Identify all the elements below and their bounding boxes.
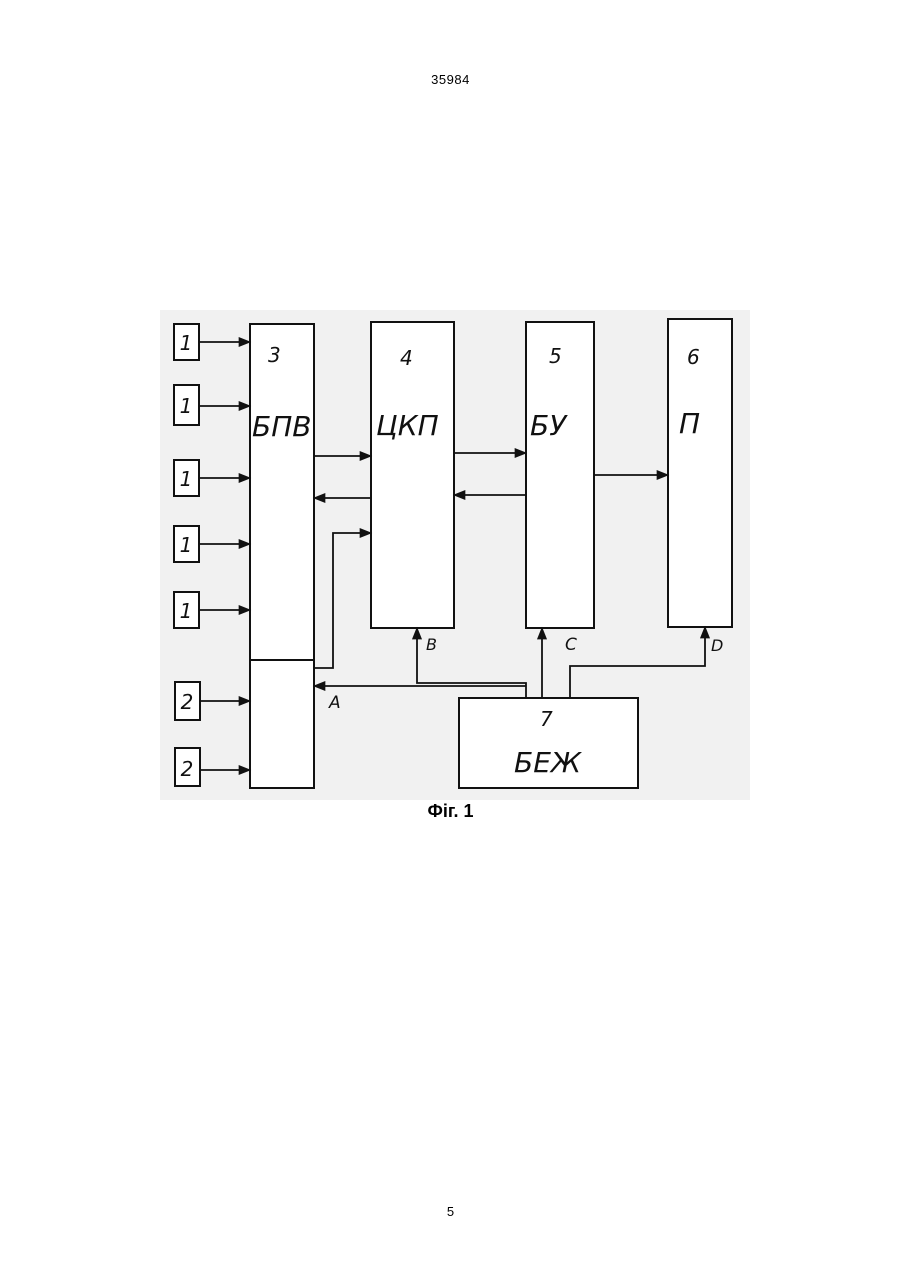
sensor-label-1d: 1: [180, 533, 193, 557]
block-4-name: ЦКП: [376, 409, 439, 442]
sensor-label-2a: 2: [181, 690, 194, 714]
block-7-name: БЕЖ: [514, 746, 583, 779]
sensor-label-1b: 1: [180, 394, 193, 418]
block-5-number: 5: [549, 344, 562, 368]
sensor-label-1e: 1: [180, 599, 193, 623]
page-number: 5: [0, 1204, 901, 1219]
block-4-number: 4: [400, 346, 413, 370]
signal-label-a: A: [328, 693, 341, 713]
sensor-label-1a: 1: [180, 331, 193, 355]
diagram-canvas: 1 1 1 1 1 2 2 3 БПВ 4 ЦКП 5 БУ 6 П 7 БЕЖ…: [160, 310, 750, 800]
block-6-name: П: [679, 407, 700, 440]
block-7-number: 7: [540, 707, 553, 731]
sensor-label-2b: 2: [181, 757, 194, 781]
block-3-name: БПВ: [252, 410, 311, 443]
signal-label-d: D: [711, 636, 723, 655]
block-3-bpv: [250, 324, 314, 788]
block-6-p: [668, 319, 732, 627]
signal-label-b: B: [426, 635, 437, 654]
block-diagram: 1 1 1 1 1 2 2 3 БПВ 4 ЦКП 5 БУ 6 П 7 БЕЖ…: [160, 310, 750, 800]
sensor-label-1c: 1: [180, 467, 193, 491]
signal-label-c: C: [565, 635, 577, 655]
block-5-name: БУ: [530, 409, 568, 442]
block-3-number: 3: [268, 343, 281, 367]
doc-number: 35984: [0, 72, 901, 87]
block-6-number: 6: [687, 345, 700, 369]
figure-caption: Фіг. 1: [0, 801, 901, 822]
